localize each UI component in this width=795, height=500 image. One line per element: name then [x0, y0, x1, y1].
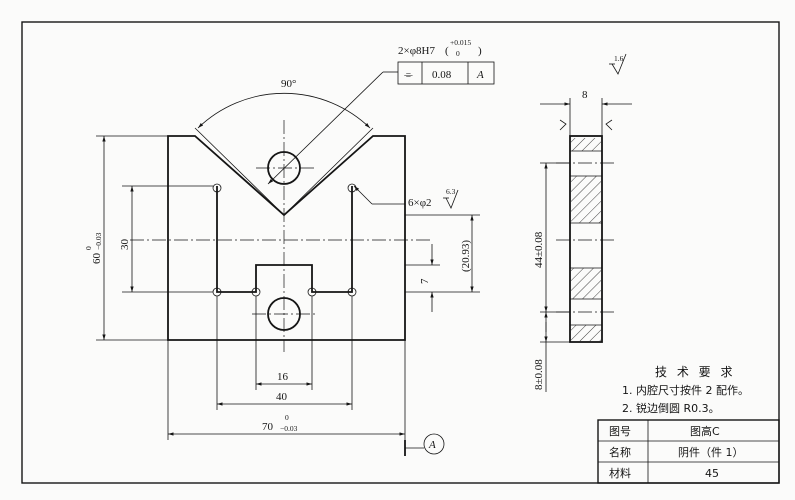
tolerance-value: 0.08 [432, 69, 452, 81]
title-row-label: 材料 [609, 466, 631, 480]
roughness-holes: 6.3 [446, 187, 456, 196]
step-dim: 7 [419, 278, 431, 284]
hole-spec: 2×φ8H7 [398, 45, 435, 57]
title-row-value: 图高C [690, 424, 720, 438]
tech-req-item-2: 2. 锐边倒圆 R0.3。 [622, 401, 720, 415]
roughness-main: 1.6 [614, 54, 624, 63]
title-row-label: 图号 [609, 425, 631, 438]
svg-text:): ) [478, 45, 482, 57]
title-row-value: 45 [705, 467, 719, 480]
symmetry-symbol: ⌯ [404, 69, 413, 81]
small-holes-dim: 6×φ2 [408, 197, 432, 209]
tech-requirements: 技 术 要 求 1. 内腔尺寸按件 2 配作。 2. 锐边倒圆 R0.3。 [622, 365, 749, 415]
datum-a-circle [423, 433, 445, 455]
relief-hole [212, 183, 222, 193]
side-height-dim: 44±0.08 [533, 231, 545, 268]
tolerance-datum: A [476, 69, 484, 81]
hole-tol-lower: 0 [456, 49, 460, 58]
front-dimensions: 90° ⌯ 0.08 A 2×φ8H7 ( +0.015 0 ) 6×φ2 6.… [84, 38, 495, 456]
sheet-border [21, 21, 780, 484]
height-tol-upper: 0 [84, 246, 93, 250]
tech-req-item-1: 1. 内腔尺寸按件 2 配作。 [622, 383, 749, 397]
svg-text:(: ( [445, 45, 449, 57]
angle-dim: 90° [281, 78, 296, 90]
inner-width-dim: 40 [276, 391, 288, 403]
title-row-label: 名称 [609, 445, 631, 459]
side-view [556, 135, 616, 343]
height-tol-lower: −0.03 [94, 232, 103, 250]
width-tol-lower: −0.03 [280, 424, 298, 433]
title-row-value: 阴件（件 1） [678, 446, 744, 459]
side-bottom-dim: 8±0.08 [533, 359, 545, 390]
hole-tol-upper: +0.015 [450, 38, 471, 47]
datum-a-label: A [428, 439, 436, 451]
width-dim: 70 [262, 421, 274, 433]
inner-height-dim: 30 [119, 239, 131, 251]
part-outline [167, 135, 406, 341]
height-dim: 60 [91, 253, 103, 265]
front-view [130, 120, 430, 352]
tech-req-title: 技 术 要 求 [655, 365, 735, 379]
slot-width-dim: 16 [277, 371, 289, 383]
ref-dim: (20.93) [460, 240, 472, 272]
width-tol-upper: 0 [285, 413, 289, 422]
title-block: 图号 图高C 名称 阴件（件 1） 材料 45 [597, 419, 780, 484]
side-dimensions: 8 1.6 44±0.08 8±0.08 [533, 53, 632, 392]
inner-pocket [216, 186, 353, 293]
thickness-dim: 8 [582, 89, 588, 101]
